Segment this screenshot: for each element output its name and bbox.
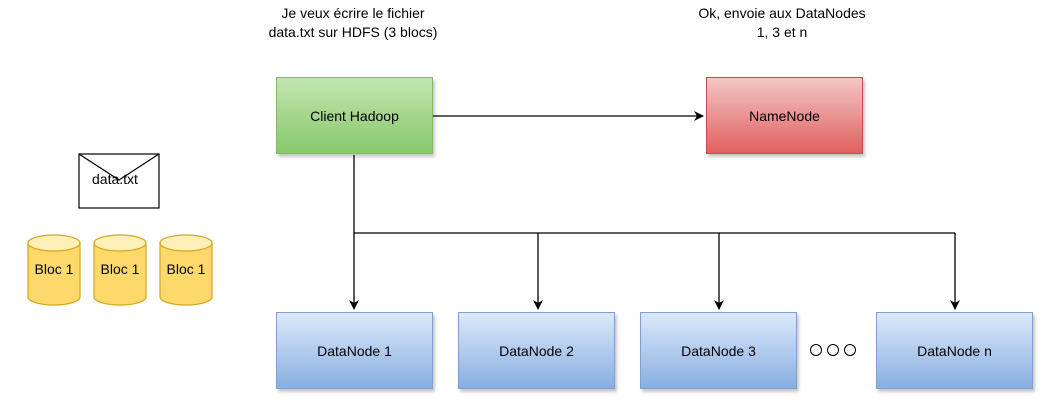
namenode-response-line-1: Ok, envoie aux DataNodes [698, 5, 866, 21]
datanode-3-label: DataNode 3 [681, 342, 756, 359]
file-envelope-icon [78, 153, 160, 209]
block-label-2: Bloc 1 [100, 261, 140, 277]
client-hadoop-node[interactable]: Client Hadoop [276, 77, 433, 154]
client-request-line-1: Je veux écrire le fichier [281, 5, 425, 21]
datanode-2-label: DataNode 2 [499, 342, 574, 359]
datanode-n-label: DataNode n [917, 342, 992, 359]
datanode-n[interactable]: DataNode n [876, 312, 1033, 389]
ellipsis-dots [810, 344, 856, 356]
ellipsis-dot [810, 344, 822, 356]
block-label-3: Bloc 1 [166, 261, 206, 277]
block-cylinder-icon [93, 234, 147, 306]
block-cylinder-icon [27, 234, 81, 306]
datanode-2[interactable]: DataNode 2 [458, 312, 615, 389]
file-name-label: data.txt [92, 171, 138, 187]
namenode-response-line-2: 1, 3 et n [756, 24, 808, 40]
datanode-1-label: DataNode 1 [317, 342, 392, 359]
datanode-1[interactable]: DataNode 1 [276, 312, 433, 389]
ellipsis-dot [827, 344, 839, 356]
namenode-node[interactable]: NameNode [706, 77, 863, 154]
namenode-label: NameNode [749, 107, 820, 124]
client-request-line-2: data.txt sur HDFS (3 blocs) [268, 24, 438, 40]
ellipsis-dot [844, 344, 856, 356]
client-hadoop-label: Client Hadoop [310, 107, 399, 124]
block-label-1: Bloc 1 [34, 261, 74, 277]
datanode-3[interactable]: DataNode 3 [640, 312, 797, 389]
client-request-note: Je veux écrire le fichier data.txt sur H… [243, 4, 463, 42]
namenode-response-note: Ok, envoie aux DataNodes 1, 3 et n [670, 4, 894, 42]
block-cylinder-icon [159, 234, 213, 306]
